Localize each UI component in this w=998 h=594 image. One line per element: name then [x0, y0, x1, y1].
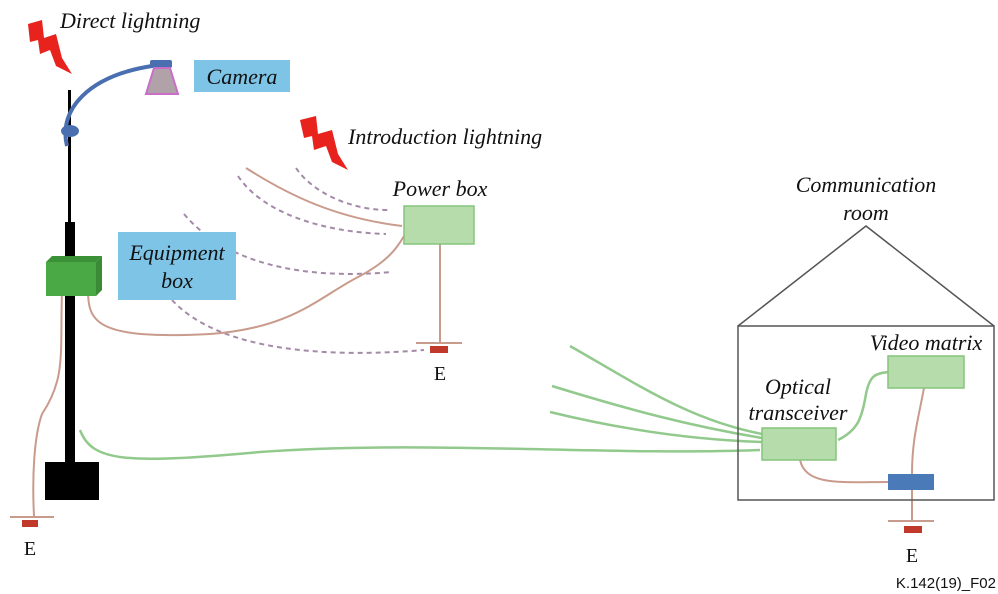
introduction-lightning-bolt-icon: [300, 116, 348, 170]
power-box: [403, 205, 475, 245]
earth-electrode-power-box: [430, 346, 448, 353]
earth-label-room: E: [906, 545, 918, 567]
communication-room-walls: [737, 325, 995, 501]
communication-room-roof: [737, 225, 995, 327]
equipment-box: [46, 262, 96, 296]
fiber-incoming-1: [569, 344, 763, 436]
pole-upper: [68, 90, 71, 222]
earth-label-power-box: E: [434, 363, 446, 385]
pole-base: [45, 462, 99, 500]
equipment-box-label-line2: box: [161, 268, 193, 293]
camera-label: Camera: [207, 64, 278, 89]
power-cable-1: [245, 167, 403, 227]
lamp-arm: [63, 64, 153, 147]
pole-lower: [65, 222, 75, 462]
earth-electrode-pole: [22, 520, 38, 527]
optical-transceiver-box: [761, 427, 837, 461]
camera-icon: [144, 67, 180, 95]
optical-transceiver-label-line1: Optical: [765, 374, 831, 399]
communication-room-label-line2: room: [843, 200, 889, 225]
introduction-lightning-label: Introduction lightning: [347, 124, 542, 149]
power-cable-2: [87, 235, 405, 337]
induced-field-line-1: [237, 175, 387, 235]
communication-room-label-line1: Communication: [796, 172, 937, 197]
video-matrix-box: [887, 355, 965, 389]
earth-bar: [888, 474, 934, 490]
equipment-box-side: [96, 256, 102, 296]
pole-earth-cable: [32, 289, 63, 517]
equipment-box-top: [46, 256, 102, 262]
pole-fiber-cable: [78, 429, 761, 460]
direct-lightning-bolt-icon: [28, 20, 72, 74]
equipment-box-label-box: [118, 232, 236, 300]
camera-mount: [150, 60, 172, 68]
figure-id: K.142(19)_F02: [896, 575, 996, 592]
equipment-box-label-line1: Equipment: [128, 240, 225, 265]
optical-transceiver-label-line2: transceiver: [749, 400, 848, 425]
direct-lightning-label: Direct lightning: [59, 8, 200, 33]
video-matrix-label: Video matrix: [870, 330, 983, 355]
arm-clamp: [61, 125, 79, 137]
induced-field-line-4: [171, 299, 425, 354]
matrix-earth-cable: [911, 387, 925, 475]
transceiver-to-matrix-fiber: [837, 370, 889, 442]
fiber-incoming-2: [551, 384, 763, 440]
induced-field-line-2: [295, 167, 389, 211]
induced-field-line-3: [183, 213, 393, 275]
transceiver-earth-cable: [799, 459, 889, 484]
fiber-incoming-3: [549, 410, 763, 444]
power-box-label: Power box: [392, 176, 488, 201]
earth-label-pole: E: [24, 538, 36, 560]
earth-electrode-room: [904, 526, 922, 533]
camera-label-box: [194, 60, 290, 92]
